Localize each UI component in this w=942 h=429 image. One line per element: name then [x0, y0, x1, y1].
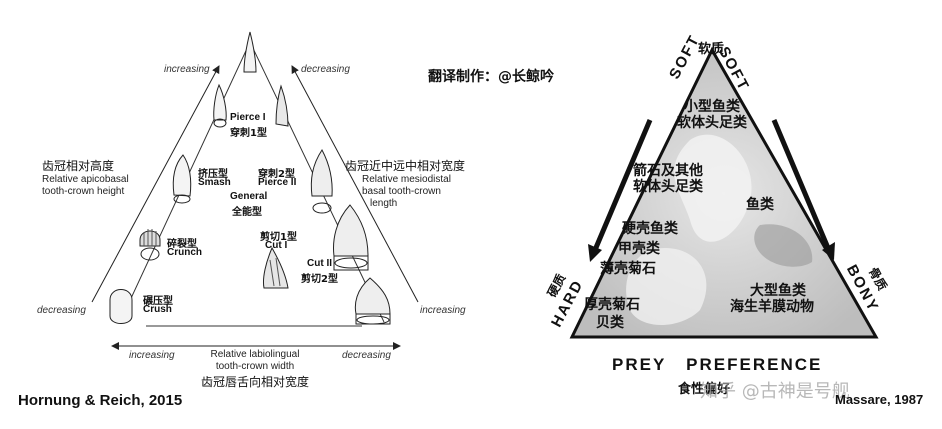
region-thin-ammonites: 薄壳菊石	[600, 261, 656, 277]
guild-cut1-cn: 剪切1型	[260, 232, 297, 243]
right-axis-arrow	[291, 65, 419, 303]
guild-pierce1-en: Pierce I	[230, 112, 266, 123]
region-crustaceans: 甲壳类	[618, 241, 660, 257]
region-shellfish: 贝类	[596, 315, 624, 331]
label-increasing-top-left: increasing	[164, 64, 210, 75]
guild-crush-cn: 碾压型	[143, 296, 173, 307]
label-decreasing-bottom-left: decreasing	[37, 305, 86, 316]
tooth-crunch	[139, 229, 161, 261]
guild-cut2-cn: 剪切2型	[301, 274, 338, 285]
guild-pierce1-cn: 穿刺1型	[230, 128, 267, 139]
tooth-pierce2	[310, 149, 333, 214]
label-decreasing-top-right: decreasing	[301, 64, 350, 75]
dark-region	[754, 224, 813, 267]
left-axis-arrow	[91, 65, 220, 303]
tooth-smash	[172, 154, 192, 204]
label-increasing-bottom-right: increasing	[420, 305, 466, 316]
guild-cut1-en: Cut I	[265, 240, 288, 251]
tooth-pierce1	[213, 83, 227, 128]
region-soft-cephalopods-2: 软体头足类	[633, 179, 703, 195]
bottom-axis-title-cn: 齿冠唇舌向相对宽度	[200, 375, 309, 389]
guild-smash-en: Smash	[198, 177, 231, 188]
guild-pierce2-en: Pierce II	[258, 177, 297, 188]
vertex-soft-cn: 软质	[698, 42, 725, 57]
region-thick-ammonites: 厚壳菊石	[584, 297, 640, 313]
guild-pierce2-cn: 穿刺2型	[258, 169, 295, 180]
right-axis-title-en-2: basal tooth-crown	[362, 186, 441, 197]
guild-crunch-cn: 碎裂型	[167, 239, 197, 250]
guild-general-cn: 全能型	[232, 207, 262, 218]
translator-credit: 翻译制作：@长鲸吟	[428, 69, 554, 85]
left-axis-title-cn: 齿冠相对高度	[42, 159, 115, 173]
tooth-pierce1b	[275, 84, 289, 127]
left-axis-title-en-2: tooth-crown height	[42, 186, 125, 197]
prey-preference-title: PREY PREFERENCE	[612, 355, 823, 374]
tooth-cut2b	[354, 277, 391, 325]
region-belemnites: 箭石及其他	[633, 163, 703, 179]
right-credit: Massare, 1987	[835, 392, 924, 407]
tooth-crush	[109, 289, 133, 324]
region-small-fish: 小型鱼类	[684, 99, 740, 115]
guild-cut2-en: Cut II	[307, 258, 332, 269]
right-axis-title-en-1: Relative mesiodistal	[362, 174, 451, 185]
region-large-fish: 大型鱼类	[750, 283, 806, 299]
right-axis-title-en-3: length	[370, 198, 398, 209]
region-hard-fish: 硬壳鱼类	[622, 221, 678, 237]
hard-arrow	[592, 119, 653, 251]
label-increasing-bottom: increasing	[129, 350, 175, 361]
bottom-axis-title-en-1: Relative labiolingual	[210, 349, 300, 360]
region-marine-amniotes: 海生羊膜动物	[730, 299, 814, 315]
label-decreasing-bottom: decreasing	[342, 350, 391, 361]
guild-general-en: General	[230, 191, 268, 202]
tooth-cut1	[263, 246, 289, 289]
bony-arrow	[771, 119, 831, 249]
right-axis-title-cn: 齿冠近中远中相对宽度	[345, 159, 466, 173]
prey-preference-cn: 食性偏好	[678, 382, 731, 397]
region-soft-cephalopods: 软体头足类	[677, 115, 747, 131]
light-region-upper	[674, 134, 752, 242]
guild-crunch-en: Crunch	[167, 247, 202, 258]
tooth-cut2	[333, 204, 369, 271]
tooth-apex	[243, 31, 257, 73]
guild-crush-en: Crush	[143, 304, 172, 315]
left-credit: Hornung & Reich, 2015	[18, 392, 183, 409]
watermark: 知乎 @古神是号舰	[700, 381, 850, 402]
light-region-lower	[626, 248, 707, 325]
guild-smash-cn: 挤压型	[198, 169, 228, 180]
left-axis-title-en-1: Relative apicobasal	[42, 174, 129, 185]
region-fish: 鱼类	[746, 197, 774, 213]
bottom-axis-title-en-2: tooth-crown width	[215, 361, 295, 372]
